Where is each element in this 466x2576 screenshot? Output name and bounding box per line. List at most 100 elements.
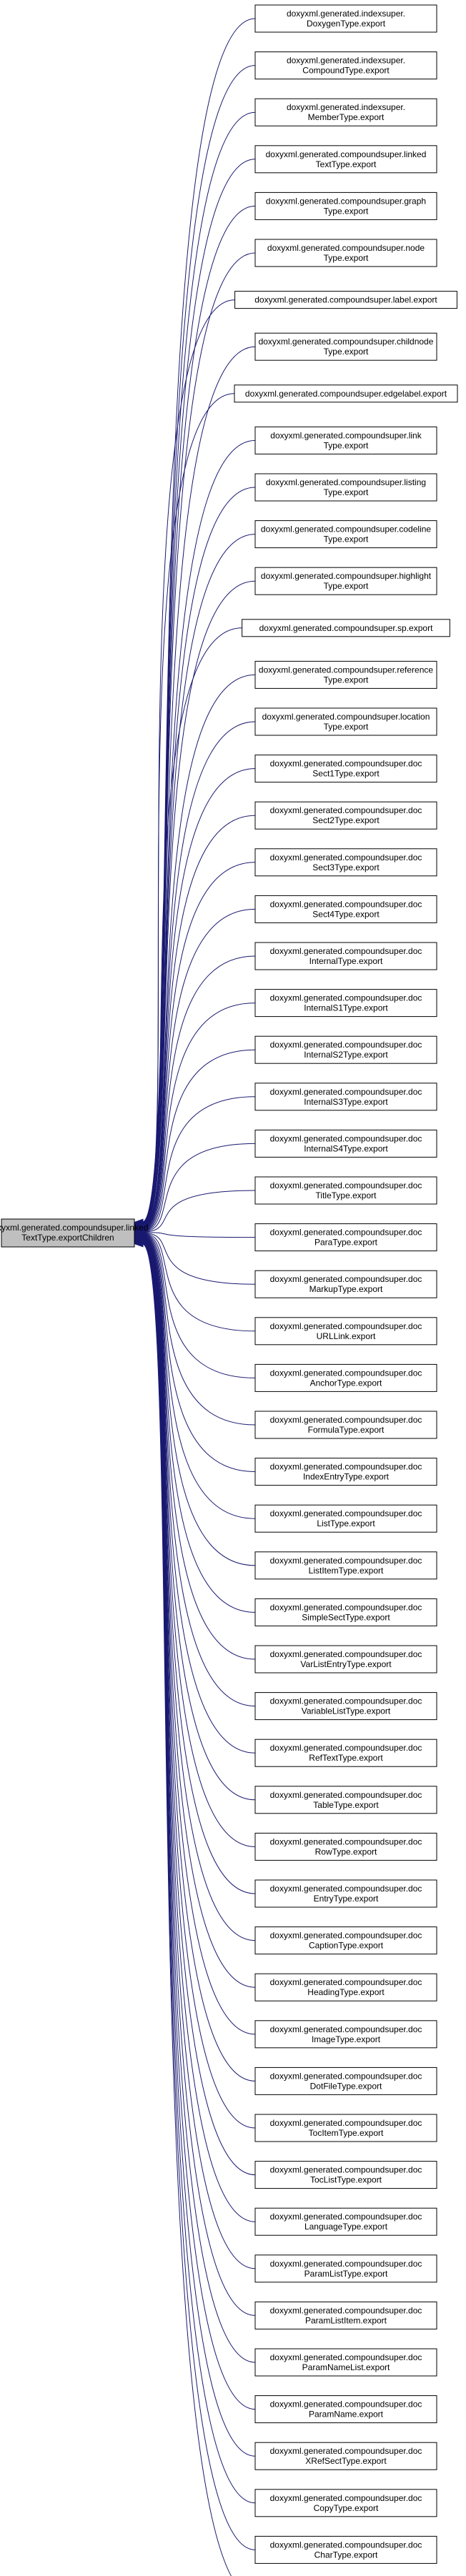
callee-node-label-line-1: doxyxml.generated.compoundsuper.linked	[266, 149, 427, 159]
callee-node-label-line-1: doxyxml.generated.indexsuper.	[287, 9, 405, 19]
callee-node-label-line-2: Type.export	[324, 534, 369, 544]
callee-node[interactable]: doxyxml.generated.compoundsuper.listingT…	[254, 473, 437, 502]
callee-node[interactable]: doxyxml.generated.compoundsuper.sp.expor…	[242, 619, 450, 637]
call-edge-arrowhead	[134, 1240, 144, 1248]
callee-node-box	[254, 1645, 437, 1674]
callee-node[interactable]: doxyxml.generated.compoundsuper.docParam…	[254, 2301, 437, 2329]
callee-node[interactable]: doxyxml.generated.compoundsuper.codeline…	[254, 520, 437, 549]
callee-node[interactable]: doxyxml.generated.compoundsuper.docIndex…	[254, 1458, 437, 1486]
callee-node[interactable]: doxyxml.generated.compoundsuper.docSect3…	[254, 848, 437, 877]
callee-node[interactable]: doxyxml.generated.compoundsuper.label.ex…	[234, 291, 457, 309]
callee-node[interactable]: doxyxml.generated.compoundsuper.docTitle…	[254, 1176, 437, 1205]
callee-node-label-line-2: MarkupType.export	[309, 1284, 383, 1294]
callee-node[interactable]: doxyxml.generated.compoundsuper.docEntry…	[254, 1879, 437, 1908]
callee-node[interactable]: doxyxml.generated.indexsuper.DoxygenType…	[254, 4, 437, 33]
callee-node[interactable]: doxyxml.generated.compoundsuper.linkedTe…	[254, 145, 437, 174]
callee-node-box	[254, 426, 437, 454]
call-edge	[142, 299, 235, 1225]
call-edge	[142, 439, 256, 1226]
callee-node[interactable]: doxyxml.generated.compoundsuper.docParam…	[254, 2395, 437, 2424]
callee-node[interactable]: doxyxml.generated.compoundsuper.location…	[254, 707, 437, 736]
callee-node[interactable]: doxyxml.generated.compoundsuper.childnod…	[254, 332, 437, 361]
callee-node-label-line-1: doxyxml.generated.compoundsuper.doc	[270, 1931, 422, 1941]
callee-node-label-line-1: doxyxml.generated.compoundsuper.node	[267, 243, 425, 253]
callee-node-box	[254, 1129, 437, 1158]
callee-node-box	[254, 473, 437, 502]
callee-node-box	[254, 1739, 437, 1767]
callee-node[interactable]: doxyxml.generated.compoundsuper.edgelabe…	[234, 384, 458, 403]
callee-node[interactable]: doxyxml.generated.compoundsuper.docXRefS…	[254, 2442, 437, 2470]
callee-nodes: doxyxml.generated.indexsuper.DoxygenType…	[234, 4, 458, 2564]
callee-node-label-line-1: doxyxml.generated.compoundsuper.doc	[270, 1228, 422, 1238]
callee-node[interactable]: doxyxml.generated.compoundsuper.nodeType…	[254, 239, 437, 267]
callee-node[interactable]: doxyxml.generated.compoundsuper.docImage…	[254, 2020, 437, 2049]
callee-node[interactable]: doxyxml.generated.compoundsuper.linkType…	[254, 426, 437, 454]
callee-node-label-line-2: RefTextType.export	[309, 1753, 383, 1763]
callee-node-label-line-1: doxyxml.generated.compoundsuper.doc	[270, 1415, 422, 1425]
callee-node-box	[254, 1832, 437, 1861]
callee-node-label-line-2: Type.export	[324, 722, 369, 732]
root-node[interactable]: doxyxml.generated.compoundsuper.linked T…	[0, 1218, 148, 1248]
callee-node-label-line-1: doxyxml.generated.compoundsuper.doc	[270, 2446, 422, 2456]
call-edge	[142, 1238, 256, 1941]
call-edge	[142, 1143, 256, 1233]
callee-node[interactable]: doxyxml.generated.compoundsuper.docVaria…	[254, 1692, 437, 1721]
callee-node[interactable]: doxyxml.generated.compoundsuper.docMarku…	[254, 1270, 437, 1298]
callee-node-label-line-2: Type.export	[324, 487, 369, 497]
callee-node[interactable]: doxyxml.generated.compoundsuper.graphTyp…	[254, 192, 437, 220]
callee-node-label-line-1: doxyxml.generated.compoundsuper.doc	[270, 2071, 422, 2081]
callee-node-box	[254, 1083, 437, 1111]
callee-node-label-line-2: Type.export	[324, 440, 369, 450]
callee-node[interactable]: doxyxml.generated.compoundsuper.docCopyT…	[254, 2489, 437, 2517]
callee-node[interactable]: doxyxml.generated.compoundsuper.docDotFi…	[254, 2067, 437, 2095]
call-edge	[142, 1234, 256, 1519]
callee-node-label-line-2: Type.export	[324, 581, 369, 591]
callee-node[interactable]: doxyxml.generated.compoundsuper.docLangu…	[254, 2207, 437, 2236]
callee-node-label-line-2: ParaType.export	[314, 1238, 378, 1248]
callee-node[interactable]: doxyxml.generated.compoundsuper.docFormu…	[254, 1411, 437, 1439]
callee-node-box	[254, 1223, 437, 1252]
callee-node-box	[254, 4, 437, 33]
callee-node[interactable]: doxyxml.generated.indexsuper.CompoundTyp…	[254, 51, 437, 80]
callee-node[interactable]: doxyxml.generated.compoundsuper.highligh…	[254, 567, 437, 595]
callee-node[interactable]: doxyxml.generated.compoundsuper.docInter…	[254, 1035, 437, 1064]
callee-node[interactable]: doxyxml.generated.compoundsuper.docSect1…	[254, 755, 437, 783]
callee-node[interactable]: doxyxml.generated.compoundsuper.docInter…	[254, 942, 437, 970]
callee-node[interactable]: doxyxml.generated.compoundsuper.docParaT…	[254, 1223, 437, 1252]
callee-node[interactable]: doxyxml.generated.compoundsuper.docCharT…	[254, 2535, 437, 2564]
callee-node-box	[254, 895, 437, 923]
callee-node[interactable]: doxyxml.generated.compoundsuper.docTocLi…	[254, 2161, 437, 2189]
callee-node-box	[254, 2348, 437, 2377]
call-edge	[142, 721, 256, 1229]
call-edge	[142, 111, 256, 1223]
callee-node[interactable]: doxyxml.generated.compoundsuper.docSect2…	[254, 801, 437, 830]
callee-node-label-line-2: Sect1Type.export	[312, 769, 380, 779]
callee-node[interactable]: doxyxml.generated.compoundsuper.docInter…	[254, 989, 437, 1018]
callee-node-box	[254, 2161, 437, 2189]
callee-node[interactable]: doxyxml.generated.compoundsuper.docRowTy…	[254, 1832, 437, 1861]
callee-node[interactable]: doxyxml.generated.compoundsuper.docURLLi…	[254, 1317, 437, 1346]
callee-node[interactable]: doxyxml.generated.compoundsuper.docHeadi…	[254, 1973, 437, 2001]
callee-node[interactable]: doxyxml.generated.compoundsuper.docParam…	[254, 2348, 437, 2377]
callee-node[interactable]: doxyxml.generated.compoundsuper.docSimpl…	[254, 1598, 437, 1626]
callee-node[interactable]: doxyxml.generated.compoundsuper.docTocIt…	[254, 2114, 437, 2142]
callee-node[interactable]: doxyxml.generated.compoundsuper.docAncho…	[254, 1363, 437, 1392]
callee-node-label-line-1: doxyxml.generated.compoundsuper.referenc…	[259, 665, 433, 675]
callee-node-label-line-1: doxyxml.generated.compoundsuper.doc	[270, 1649, 422, 1659]
callee-node[interactable]: doxyxml.generated.compoundsuper.referenc…	[254, 660, 437, 689]
callee-node-label-line-1: doxyxml.generated.compoundsuper.doc	[270, 2352, 422, 2362]
callee-node[interactable]: doxyxml.generated.compoundsuper.docParam…	[254, 2254, 437, 2283]
callee-node[interactable]: doxyxml.generated.compoundsuper.docCapti…	[254, 1926, 437, 1955]
callee-node[interactable]: doxyxml.generated.compoundsuper.docListI…	[254, 1551, 437, 1580]
callee-node-box	[234, 384, 458, 403]
callee-node-box	[254, 51, 437, 80]
callee-node[interactable]: doxyxml.generated.compoundsuper.docVarLi…	[254, 1645, 437, 1674]
callee-node[interactable]: doxyxml.generated.compoundsuper.docRefTe…	[254, 1739, 437, 1767]
callee-node[interactable]: doxyxml.generated.indexsuper.MemberType.…	[254, 98, 437, 126]
callee-node[interactable]: doxyxml.generated.compoundsuper.docListT…	[254, 1504, 437, 1533]
callee-node[interactable]: doxyxml.generated.compoundsuper.docInter…	[254, 1083, 437, 1111]
callee-node-label-line-2: InternalS1Type.export	[304, 1003, 388, 1013]
callee-node[interactable]: doxyxml.generated.compoundsuper.docInter…	[254, 1129, 437, 1158]
callee-node[interactable]: doxyxml.generated.compoundsuper.docTable…	[254, 1786, 437, 1814]
callee-node[interactable]: doxyxml.generated.compoundsuper.docSect4…	[254, 895, 437, 923]
